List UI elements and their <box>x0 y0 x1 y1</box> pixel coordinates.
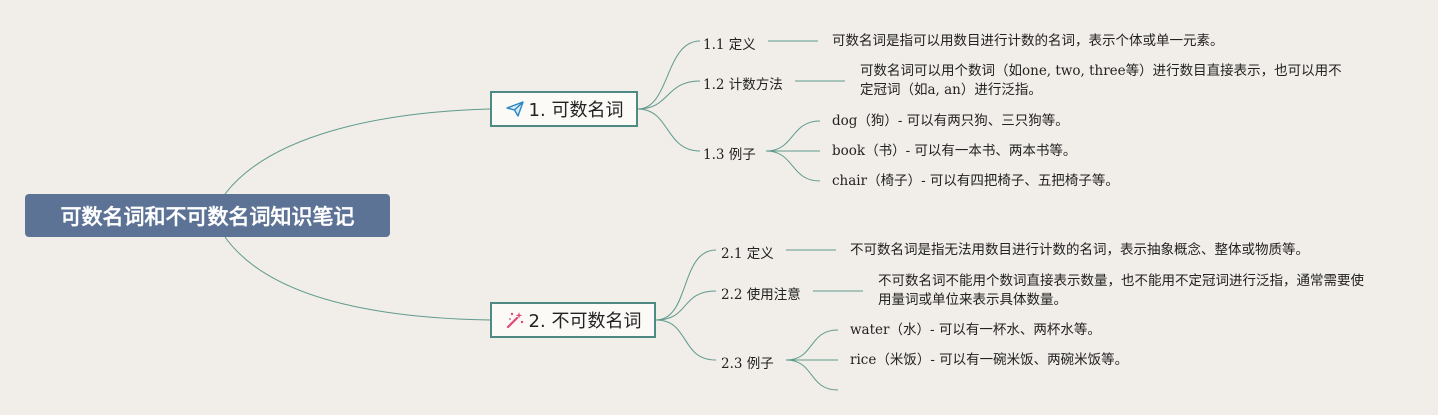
leaf-countable-counting: 可数名词可以用个数词（如one, two, three等）进行数目直接表示，也可… <box>860 63 1342 98</box>
sub-2-3-examples[interactable]: 2.3 例子 <box>721 356 774 372</box>
sub-2-2-usage-notes[interactable]: 2.2 使用注意 <box>721 287 801 303</box>
leaf-uncountable-definition: 不可数名词是指无法用数目进行计数的名词，表示抽象概念、整体或物质等。 <box>850 242 1309 258</box>
magic-wand-icon <box>505 310 525 330</box>
paper-plane-icon <box>505 99 525 119</box>
link-s13-leaf1 <box>765 120 821 152</box>
link-b1-s2 <box>637 80 701 110</box>
leaf-example-dog: dog（狗）- 可以有两只狗、三只狗等。 <box>832 113 1069 129</box>
sub-1-3-examples[interactable]: 1.3 例子 <box>703 147 756 163</box>
sub-1-2-counting[interactable]: 1.2 计数方法 <box>703 77 783 93</box>
link-root-branch1 <box>224 108 491 195</box>
branch-uncountable-nouns[interactable]: 2. 不可数名词 <box>490 302 656 338</box>
branch-label: 1. 可数名词 <box>528 100 624 121</box>
branch-countable-nouns[interactable]: 1. 可数名词 <box>490 91 638 127</box>
root-title: 可数名词和不可数名词知识笔记 <box>60 204 355 229</box>
sub-2-1-definition[interactable]: 2.1 定义 <box>721 246 774 262</box>
leaf-example-rice: rice（米饭）- 可以有一碗米饭、两碗米饭等。 <box>850 352 1129 368</box>
root-node[interactable]: 可数名词和不可数名词知识笔记 <box>25 194 390 237</box>
leaf-example-chair: chair（椅子）- 可以有四把椅子、五把椅子等。 <box>832 173 1119 189</box>
link-s23-leaf1 <box>785 329 839 361</box>
link-s23-leaf3 <box>785 359 839 391</box>
branch-label: 2. 不可数名词 <box>528 311 642 332</box>
link-s13-leaf3 <box>765 150 821 182</box>
leaf-uncountable-usage: 不可数名词不能用个数词直接表示数量，也不能用不定冠词进行泛指，通常需要使用量词或… <box>878 273 1364 308</box>
link-b1-s1 <box>637 40 701 110</box>
link-b1-s3 <box>637 108 701 152</box>
sub-1-1-definition[interactable]: 1.1 定义 <box>703 37 756 53</box>
link-b2-s3 <box>655 319 717 361</box>
link-b2-s1 <box>655 249 717 321</box>
leaf-countable-definition: 可数名词是指可以用数目进行计数的名词，表示个体或单一元素。 <box>832 33 1224 49</box>
leaf-example-water: water（水）- 可以有一杯水、两杯水等。 <box>850 322 1101 338</box>
link-root-branch2 <box>224 236 491 321</box>
link-b2-s2 <box>655 290 717 321</box>
leaf-example-book: book（书）- 可以有一本书、两本书等。 <box>832 143 1077 159</box>
